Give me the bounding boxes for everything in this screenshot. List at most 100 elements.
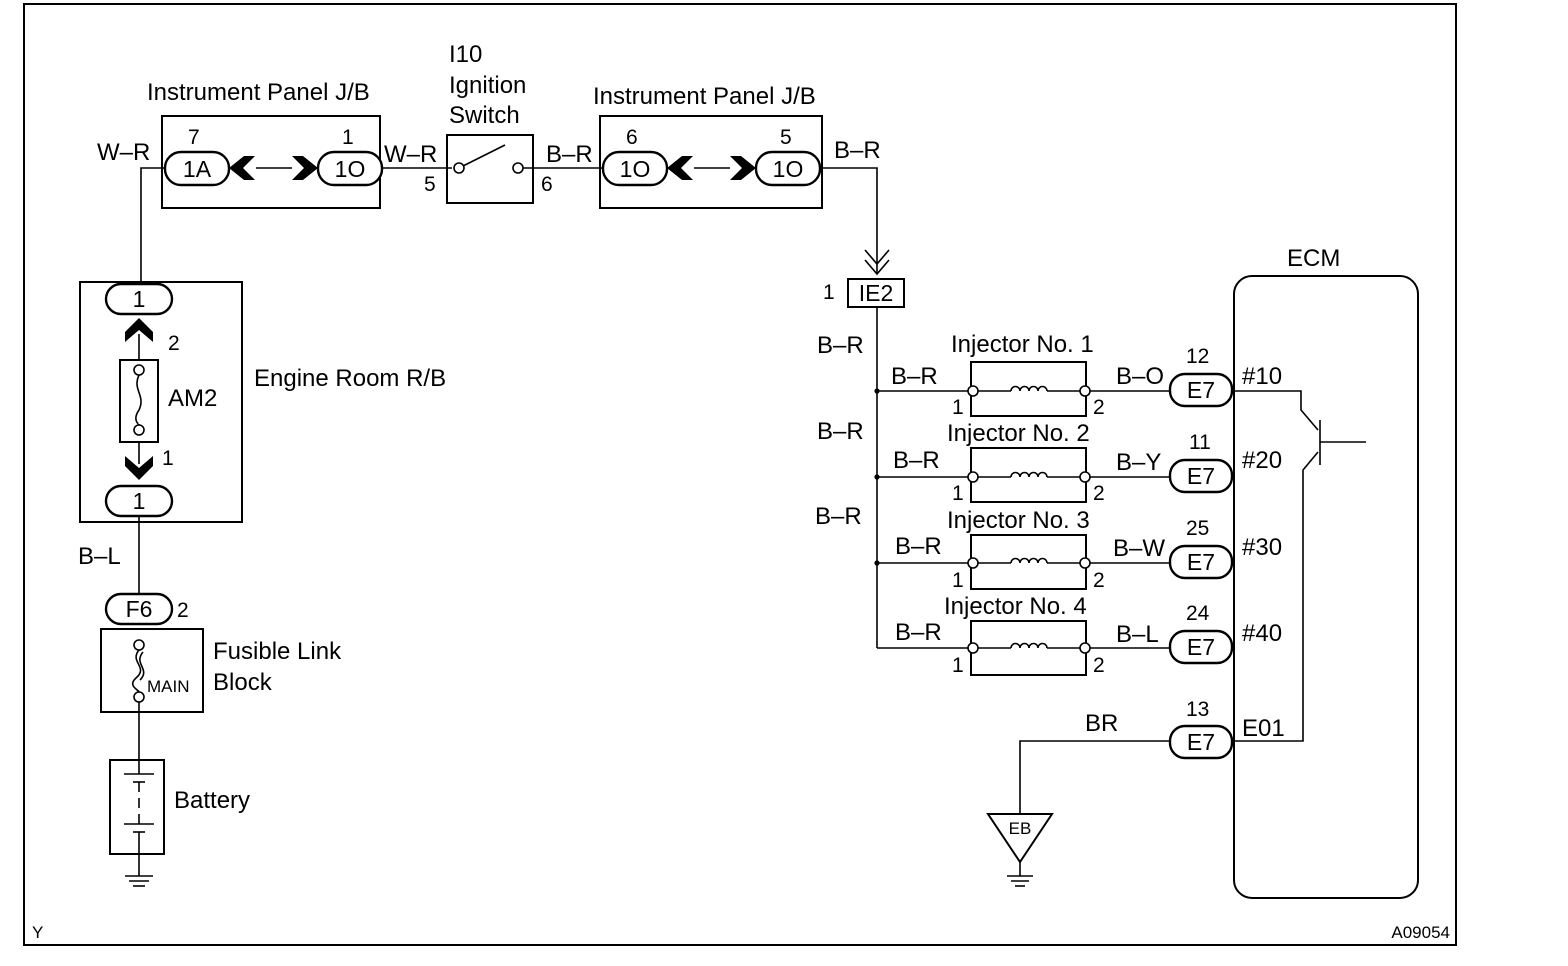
ecm-terminal-40: #40 bbox=[1242, 620, 1282, 647]
connector-e7-2 bbox=[1168, 458, 1234, 494]
ecm: ECM #10 #20 #30 #40 E01 bbox=[1233, 245, 1419, 899]
ignition-switch-label-1: Ignition bbox=[449, 72, 526, 99]
connector-e7-1-label: E7 bbox=[1187, 377, 1215, 403]
connector-e7-3-label: E7 bbox=[1187, 549, 1215, 575]
corner-mark-left: Y bbox=[32, 923, 43, 942]
e7-pin-24: 24 bbox=[1186, 602, 1210, 625]
chevron-left-icon bbox=[229, 156, 255, 180]
injector-1: Injector No. 1 B–R 1 2 B–O bbox=[877, 331, 1170, 419]
fusible-link-main-label: MAIN bbox=[147, 677, 190, 696]
fuse-am2-label: AM2 bbox=[168, 385, 217, 412]
wire-label-bus-2: B–R bbox=[817, 418, 864, 445]
ground-point-eb-label: EB bbox=[1009, 819, 1032, 838]
switch-terminal-icon bbox=[453, 162, 465, 174]
coil-icon bbox=[1010, 642, 1048, 649]
chevron-right-icon bbox=[292, 156, 318, 180]
connector-1a-label: 1A bbox=[183, 156, 212, 182]
e7-pin-25: 25 bbox=[1186, 517, 1209, 540]
connector-1o-left-label: 1O bbox=[335, 156, 366, 182]
connector-e7-1 bbox=[1168, 372, 1234, 408]
fusible-link-label-1: Fusible Link bbox=[213, 638, 342, 665]
figure-code: A09054 bbox=[1391, 923, 1450, 942]
pin-2-rb: 2 bbox=[168, 332, 180, 355]
ecm-label: ECM bbox=[1287, 245, 1340, 272]
fusible-link-icon bbox=[131, 649, 142, 693]
connector-e7-5-label: E7 bbox=[1187, 729, 1215, 755]
instrument-panel-jb-right-label: Instrument Panel J/B bbox=[593, 83, 816, 110]
ground-point-eb-icon bbox=[986, 813, 1054, 864]
connector-1o-mid bbox=[601, 150, 669, 187]
injector-4-input-wire-label: B–R bbox=[895, 619, 942, 646]
wire-label-wr-left: W–R bbox=[97, 139, 150, 166]
ecm-terminal-e01: E01 bbox=[1242, 715, 1285, 742]
wire-label-wr-mid: W–R bbox=[384, 141, 437, 168]
injector-3-pin-1: 1 bbox=[952, 569, 964, 592]
battery: Battery bbox=[109, 759, 250, 855]
injector-2-label: Injector No. 2 bbox=[947, 420, 1090, 447]
e7-pin-13: 13 bbox=[1186, 698, 1209, 721]
e7-pin-12: 12 bbox=[1186, 345, 1209, 368]
chevron-right-icon bbox=[730, 156, 756, 180]
fusible-link-label-2: Block bbox=[213, 669, 273, 696]
injector-3-output-wire-label: B–W bbox=[1113, 535, 1165, 562]
coil-icon bbox=[1010, 385, 1048, 392]
connector-1o-right-label: 1O bbox=[773, 156, 804, 182]
injector-4-output-wire-label: B–L bbox=[1116, 621, 1159, 648]
injector-3-input-wire-label: B–R bbox=[895, 533, 942, 560]
injector-1-pin-2: 2 bbox=[1093, 396, 1105, 419]
injector-1-label: Injector No. 1 bbox=[951, 331, 1094, 358]
connector-ie2-label: IE2 bbox=[859, 280, 894, 306]
injector-4-pin-1: 1 bbox=[952, 654, 964, 677]
instrument-panel-jb-right: Instrument Panel J/B 6 5 1O 1O bbox=[593, 83, 823, 209]
pin-7: 7 bbox=[188, 126, 200, 149]
pin-1-rb: 1 bbox=[162, 447, 174, 470]
wire-label-bus-3: B–R bbox=[815, 503, 862, 530]
connector-rb-bottom-label: 1 bbox=[133, 488, 146, 514]
injector-1-input-wire-label: B–R bbox=[891, 363, 938, 390]
instrument-panel-jb-left: Instrument Panel J/B 7 1 1A 1O bbox=[147, 79, 384, 209]
injector-3-pin-2: 2 bbox=[1093, 569, 1105, 592]
pin-5-ipjb: 5 bbox=[780, 126, 792, 149]
injector-4-pin-2: 2 bbox=[1093, 654, 1105, 677]
ecm-terminal-10: #10 bbox=[1242, 363, 1282, 390]
injector-2-pin-1: 1 bbox=[952, 482, 964, 505]
injector-4: Injector No. 4 B–R 1 2 B–L bbox=[877, 593, 1170, 677]
injector-3-label: Injector No. 3 bbox=[947, 507, 1090, 534]
connector-1o-mid-label: 1O bbox=[620, 156, 651, 182]
connector-arrow-icon bbox=[864, 249, 890, 276]
switch-terminal-icon bbox=[512, 162, 524, 174]
chevron-down-icon bbox=[125, 456, 153, 480]
ignition-switch: I10 Ignition Switch 5 6 bbox=[424, 41, 553, 204]
connector-e7-5 bbox=[1168, 724, 1234, 760]
engine-room-rb: Engine Room R/B 1 2 AM2 1 1 bbox=[79, 281, 446, 523]
injector-4-label: Injector No. 4 bbox=[944, 593, 1087, 620]
connector-rb-top-label: 1 bbox=[133, 286, 146, 312]
wire-label-br-mid: B–R bbox=[546, 141, 593, 168]
ignition-switch-label-2: Switch bbox=[449, 102, 520, 129]
fuse-icon bbox=[135, 374, 142, 425]
ignition-switch-code: I10 bbox=[449, 41, 482, 68]
pin-1-ie2: 1 bbox=[823, 281, 835, 304]
chevron-up-icon bbox=[125, 318, 153, 342]
connector-ie2 bbox=[847, 278, 905, 308]
pin-6-ign: 6 bbox=[541, 173, 553, 196]
coil-icon bbox=[1010, 557, 1048, 564]
engine-room-rb-label: Engine Room R/B bbox=[254, 365, 446, 392]
connector-f6-label: F6 bbox=[126, 596, 153, 622]
injector-2-pin-2: 2 bbox=[1093, 482, 1105, 505]
instrument-panel-jb-left-label: Instrument Panel J/B bbox=[147, 79, 370, 106]
ecm-connectors: 12 E7 11 E7 25 E7 24 E7 13 E7 bbox=[1168, 345, 1234, 760]
battery-label: Battery bbox=[174, 787, 250, 814]
injector-2-input-wire-label: B–R bbox=[893, 447, 940, 474]
chevron-left-icon bbox=[667, 156, 693, 180]
connector-rb-top bbox=[104, 282, 174, 316]
pin-6-ipjb: 6 bbox=[626, 126, 638, 149]
wire-label-bl: B–L bbox=[78, 543, 121, 570]
wire-label-bus-1: B–R bbox=[817, 332, 864, 359]
connector-f6 bbox=[104, 592, 174, 626]
connector-e7-2-label: E7 bbox=[1187, 463, 1215, 489]
connector-e7-4 bbox=[1168, 629, 1234, 665]
diagram-frame bbox=[23, 3, 1457, 946]
pin-2-f6: 2 bbox=[177, 599, 189, 622]
